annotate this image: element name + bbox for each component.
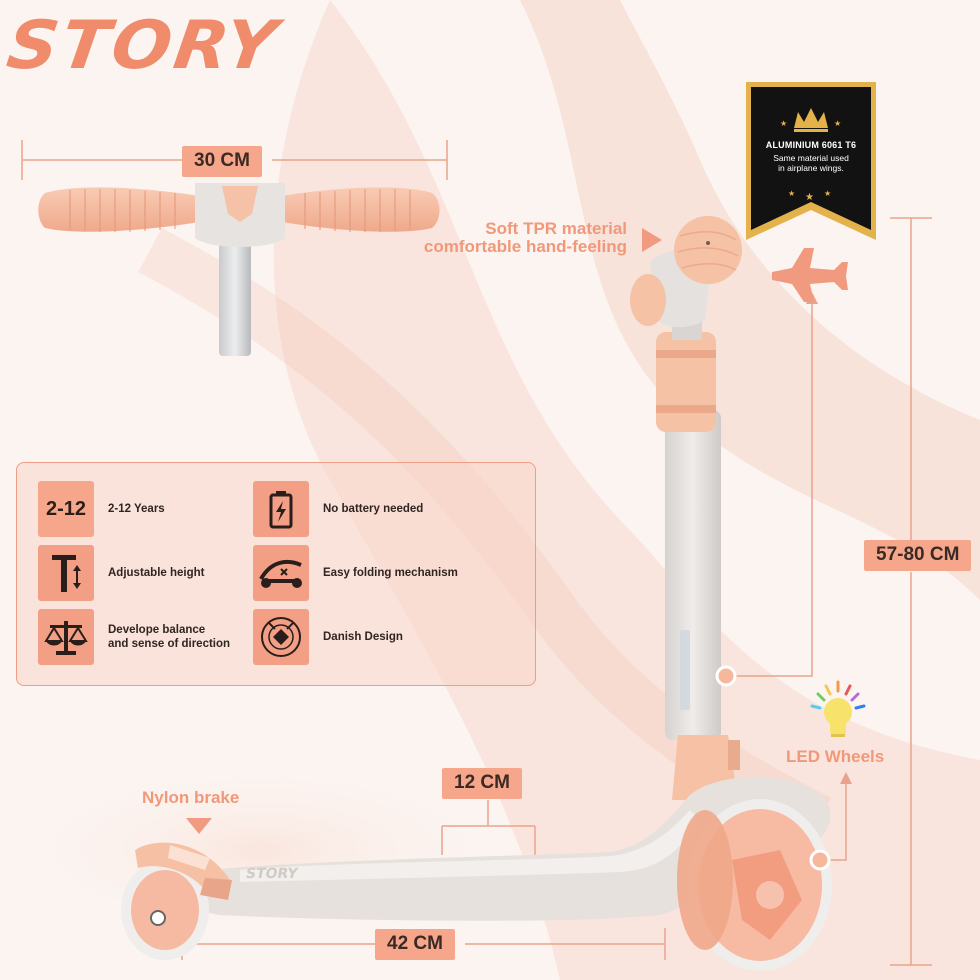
feature-adjustable-height: Adjustable height	[38, 545, 204, 601]
balance-scale-icon	[38, 609, 94, 665]
svg-text:★: ★	[834, 119, 841, 128]
badge-shape: ★ ★ ★ ★ ★	[746, 82, 876, 240]
svg-text:★: ★	[805, 192, 814, 203]
badge-description: Same material used in airplane wings.	[773, 153, 849, 174]
feature-battery: No battery needed	[253, 481, 423, 537]
deck-width-label: 12 CM	[442, 768, 522, 799]
aluminium-badge: ★ ★ ★ ★ ★ ALUMINIUM 6061 T6 Same material u…	[746, 82, 876, 240]
grip-callout-line2: comfortable hand-feeling	[423, 237, 627, 256]
folding-scooter-icon	[253, 545, 309, 601]
airplane-icon	[772, 248, 848, 302]
svg-text:★: ★	[824, 189, 831, 198]
svg-text:STORY: STORY	[244, 866, 299, 882]
badge-title: ALUMINIUM 6061 T6	[765, 140, 857, 150]
led-wheels-callout: LED Wheels	[786, 747, 885, 766]
feature-age: 2-12 2-12 Years	[38, 481, 165, 537]
led-bulb-icon	[810, 680, 866, 737]
handlebar-detail	[38, 183, 440, 356]
brake-callout: Nylon brake	[142, 788, 240, 807]
grip-callout-line1: Soft TPR material	[485, 219, 627, 238]
handlebar-width-label: 30 CM	[182, 146, 262, 177]
svg-text:★: ★	[780, 119, 787, 128]
height-range-label: 57-80 CM	[864, 540, 972, 571]
feature-danish-design: Danish Design	[253, 609, 403, 665]
age-badge-icon: 2-12	[38, 481, 94, 537]
svg-text:★: ★	[788, 189, 795, 198]
adjustable-height-icon	[38, 545, 94, 601]
feature-folding: Easy folding mechanism	[253, 545, 458, 601]
battery-icon	[253, 481, 309, 537]
feature-balance: Develope balance and sense of direction	[38, 609, 230, 665]
deck-length-label: 42 CM	[375, 929, 455, 960]
crown-icon	[794, 108, 828, 132]
features-panel: 2-12 2-12 Years No battery needed Adjust…	[16, 462, 536, 686]
danish-design-seal-icon	[253, 609, 309, 665]
brand-logo: STORY	[2, 6, 285, 84]
